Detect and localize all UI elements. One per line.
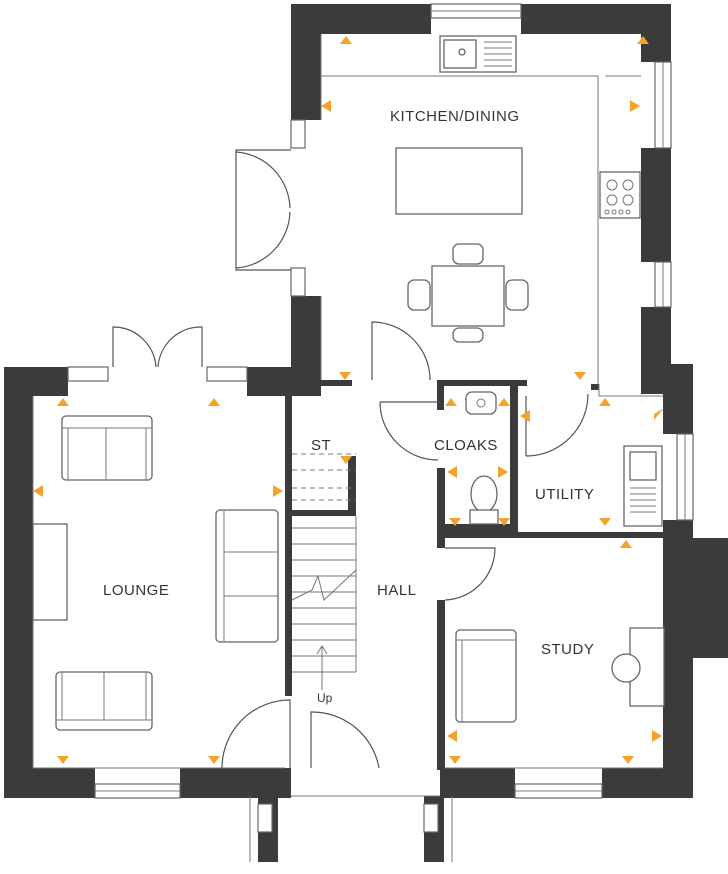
lounge-furniture [32, 415, 279, 731]
stairs-up-label: Up [317, 691, 333, 705]
basin-icon [465, 391, 497, 415]
dining-table [431, 265, 505, 327]
toilet-icon [470, 475, 498, 513]
windows [67, 3, 694, 833]
hall-label: HALL [377, 582, 417, 599]
sofa-right [215, 509, 279, 643]
kitchen-furniture [395, 35, 641, 343]
stairs: Up [291, 453, 357, 705]
kitchen-dining-label: KITCHEN/DINING [390, 108, 520, 125]
study-furniture [455, 627, 665, 723]
cloaks-utility-fixtures [465, 391, 663, 527]
cloaks-label: CLOAKS [434, 437, 498, 454]
study-chair [455, 629, 517, 723]
exterior-walls [4, 4, 728, 862]
armchair-top [61, 415, 153, 481]
utility-label: UTILITY [535, 486, 594, 503]
lounge-label: LOUNGE [103, 582, 169, 599]
internal-walls [285, 380, 665, 770]
kitchen-island [395, 147, 523, 215]
study-label: STUDY [541, 641, 594, 658]
doors [112, 149, 589, 769]
dimension-markers [33, 36, 664, 764]
fireplace [32, 523, 68, 621]
room-labels: KITCHEN/DINING ST CLOAKS UTILITY LOUNGE … [103, 108, 594, 658]
st-label: ST [311, 437, 331, 454]
hob-icon [599, 171, 641, 219]
